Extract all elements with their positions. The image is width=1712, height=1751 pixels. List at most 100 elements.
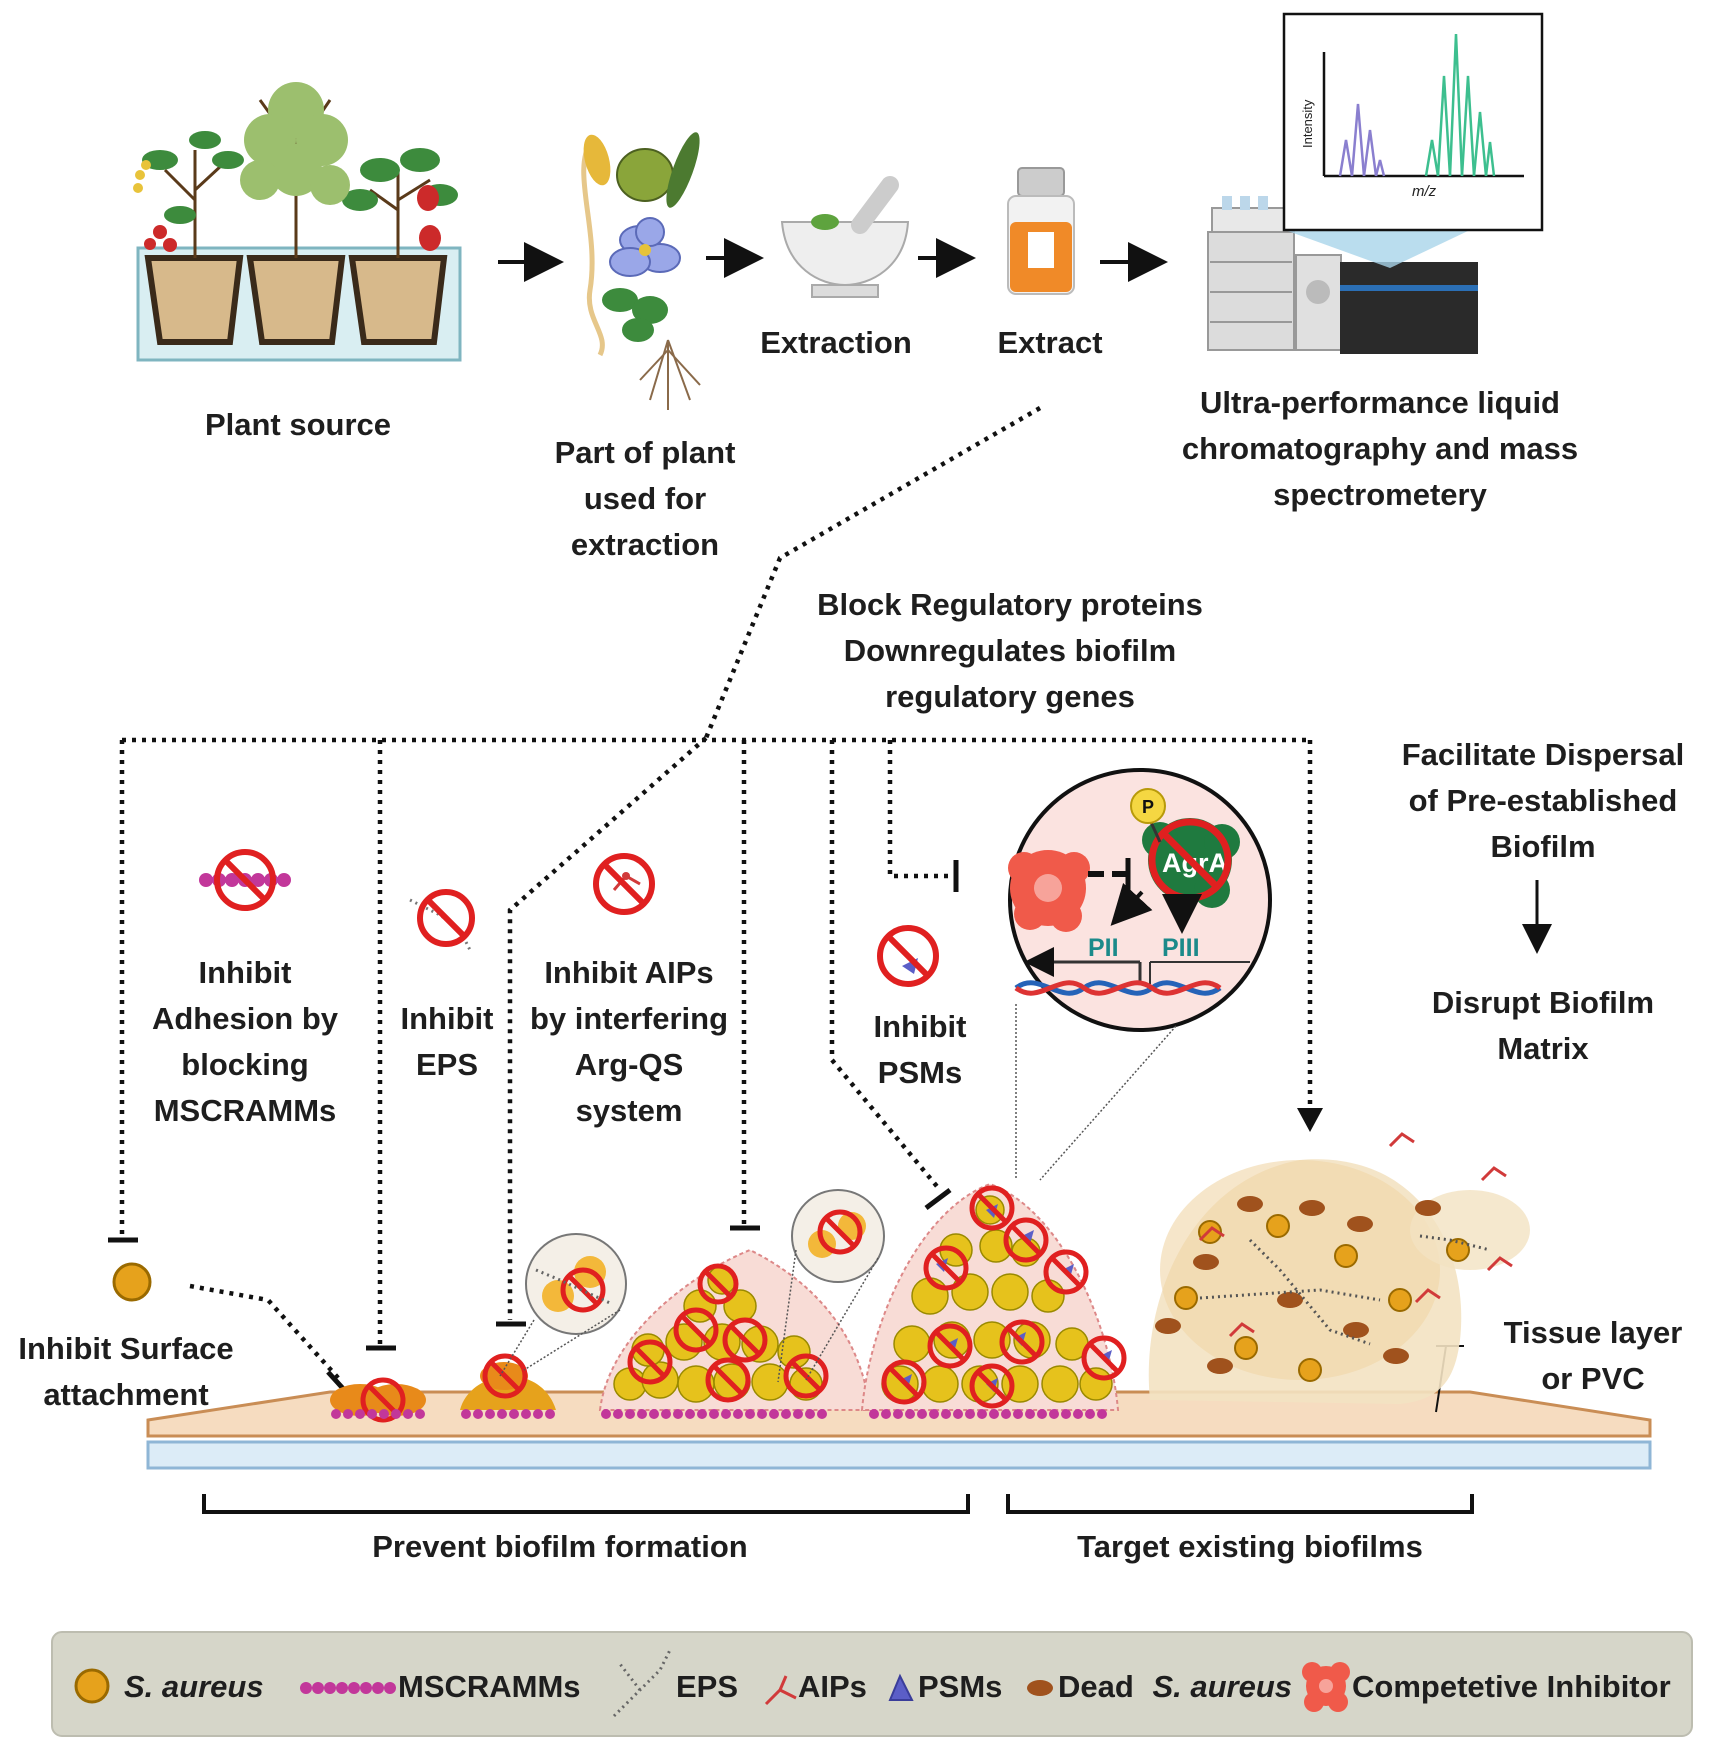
agr-system-inset: AgrA P PII PIII — [1008, 768, 1272, 1181]
mscramm-no-icon — [199, 849, 291, 911]
pot — [144, 255, 448, 345]
legend-psm-swatch — [888, 1673, 914, 1701]
inhibit-eps-line: EPS — [415, 1047, 479, 1082]
promoter-piii: PIII — [1162, 934, 1200, 962]
aip-zoom-inset — [777, 1189, 885, 1383]
inhibit-surface-label: Inhibit Surface attachment — [4, 1326, 248, 1418]
uplc-ms-instrument — [1207, 196, 1478, 354]
legend: S. aureus MSCRAMMs EPS AIPs PSMs Dead S.… — [51, 1631, 1693, 1737]
legend-inhibitor-swatch — [1302, 1662, 1350, 1712]
legend-eps: EPS — [676, 1669, 738, 1704]
target-bracket — [1006, 1494, 1474, 1514]
plant-part-line: extraction — [570, 527, 720, 562]
legend-aip-swatch — [764, 1675, 797, 1706]
biofilm-stage-mature — [860, 1182, 1127, 1419]
block-regulatory-line: regulatory genes — [885, 679, 1135, 714]
inhibit-aips-label: Inhibit AIPs by interfering Arg-QS syste… — [516, 950, 742, 1134]
spectrum-peaks-green — [1424, 33, 1496, 177]
biofilm-stage-attachment — [330, 1377, 426, 1423]
phosphate-group: P — [1130, 788, 1166, 843]
spectrum-ylabel: Intensity — [1300, 99, 1315, 148]
inhibit-adhesion-line: blocking — [181, 1047, 309, 1082]
inhibit-bars — [108, 860, 959, 1396]
eps-zoom-inset — [499, 1233, 627, 1377]
uplc-ms-line: Ultra-performance liquid — [1200, 385, 1560, 420]
inhibit-adhesion-label: Inhibit Adhesion by blocking MSCRAMMs — [130, 950, 360, 1134]
free-s-aureus-cell — [112, 1262, 152, 1302]
competitive-inhibitor-shape — [1008, 850, 1090, 932]
tissue-layer-label: Tissue layer or PVC — [1478, 1310, 1708, 1402]
legend-dead-prefix: Dead — [1058, 1669, 1134, 1704]
plant-part-line: Part of plant — [554, 435, 736, 470]
aip-no-icon — [593, 853, 655, 915]
uplc-ms-label: Ultra-performance liquid chromatography … — [1160, 380, 1600, 518]
extract-label: Extract — [980, 320, 1120, 366]
disrupt-matrix-line: Matrix — [1497, 1031, 1589, 1066]
block-regulatory-line: Downregulates biofilm — [843, 633, 1177, 668]
down-arrowhead — [1297, 1108, 1323, 1132]
prevent-bracket — [202, 1494, 970, 1514]
disrupt-matrix-label: Disrupt Biofilm Matrix — [1408, 980, 1678, 1072]
legend-mscramm-swatch — [300, 1682, 396, 1694]
mass-spectrum-panel: Intensity m/z — [1282, 12, 1544, 232]
legend-mscramms: MSCRAMMs — [398, 1669, 581, 1704]
plant-source-illustration — [133, 82, 462, 362]
inhibit-aips-line: Arg-QS — [574, 1047, 684, 1082]
extraction-label: Extraction — [746, 320, 926, 366]
inhibit-psms-label: Inhibit PSMs — [858, 1004, 982, 1096]
legend-competitive-inhibitor: Competetive Inhibitor — [1352, 1669, 1671, 1704]
inhibit-eps-label: Inhibit EPS — [388, 996, 506, 1088]
legend-dead-swatch — [1027, 1680, 1053, 1696]
block-regulatory-line: Block Regulatory proteins — [817, 587, 1203, 622]
spectrum-xlabel: m/z — [1412, 183, 1437, 200]
agra-protein: AgrA — [1142, 818, 1240, 908]
inhibit-eps-line: Inhibit — [400, 1001, 494, 1036]
disrupt-matrix-line: Disrupt Biofilm — [1431, 985, 1655, 1020]
tissue-layer-line: Tissue layer — [1503, 1315, 1683, 1350]
plant-part-illustration — [581, 132, 701, 410]
legend-psms: PSMs — [918, 1669, 1002, 1704]
inhibit-adhesion-line: Inhibit — [198, 955, 292, 990]
extract-text: Extract — [997, 325, 1103, 360]
phosphate-label: P — [1142, 797, 1154, 817]
dotted-connectors — [119, 406, 1313, 1382]
promoter-pii: PII — [1088, 934, 1119, 962]
inhibit-aips-line: Inhibit AIPs — [544, 955, 714, 990]
inhibit-surface-line: attachment — [43, 1377, 209, 1412]
inhibit-adhesion-line: MSCRAMMs — [153, 1093, 337, 1128]
facilitate-dispersal-line: of Pre-established — [1408, 783, 1678, 818]
biofilm-stage-microcolony — [598, 1248, 872, 1419]
inhibit-psms-line: PSMs — [877, 1055, 963, 1090]
inhibit-psms-line: Inhibit — [873, 1009, 967, 1044]
legend-aips: AIPs — [798, 1669, 867, 1704]
eps-no-icon — [409, 889, 475, 951]
uplc-ms-line: spectrometery — [1273, 477, 1487, 512]
inhibit-aips-line: by interfering — [529, 1001, 729, 1036]
extract-bottle-illustration — [1007, 167, 1075, 295]
plant-part-label: Part of plant used for extraction — [520, 430, 770, 568]
plant-source-text: Plant source — [204, 407, 392, 442]
psm-no-icon — [877, 925, 939, 987]
block-regulatory-label: Block Regulatory proteins Downregulates … — [790, 582, 1230, 720]
inhibit-adhesion-line: Adhesion by — [151, 1001, 338, 1036]
legend-dead-species: S. aureus — [1152, 1669, 1292, 1704]
biofilm-stage-eps — [460, 1353, 556, 1419]
legend-s-aureus: S. aureus — [124, 1669, 264, 1704]
legend-eps-swatch — [612, 1649, 672, 1718]
inhibit-aips-line: system — [575, 1093, 683, 1128]
facilitate-dispersal-line: Biofilm — [1490, 829, 1596, 864]
prevent-phase-text: Prevent biofilm formation — [372, 1529, 748, 1564]
extraction-text: Extraction — [760, 325, 912, 360]
plant-source-label: Plant source — [178, 402, 418, 448]
target-phase-label: Target existing biofilms — [1040, 1524, 1460, 1570]
target-phase-text: Target existing biofilms — [1077, 1529, 1423, 1564]
spectrum-peaks-purple — [1338, 103, 1386, 177]
mortar-illustration — [780, 176, 910, 298]
legend-s-aureus-swatch — [74, 1668, 110, 1704]
prevent-phase-label: Prevent biofilm formation — [320, 1524, 800, 1570]
facilitate-dispersal-line: Facilitate Dispersal — [1401, 737, 1685, 772]
biofilm-stage-dispersal — [1148, 1132, 1530, 1404]
inhibit-surface-line: Inhibit Surface — [18, 1331, 234, 1366]
tissue-layer-line: or PVC — [1541, 1361, 1645, 1396]
facilitate-dispersal-label: Facilitate Dispersal of Pre-established … — [1378, 732, 1708, 870]
